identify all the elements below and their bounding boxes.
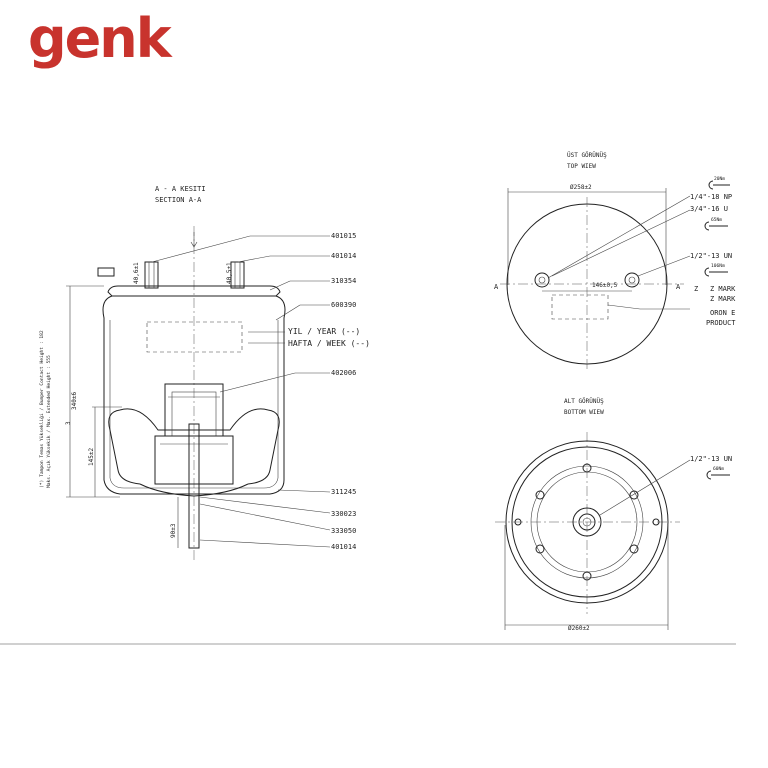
top-port-left bbox=[534, 272, 550, 288]
section-title-en: SECTION A-A bbox=[155, 196, 202, 204]
part-label: 330023 bbox=[331, 510, 356, 518]
part-label: 311245 bbox=[331, 488, 356, 496]
bolt-hole bbox=[629, 490, 639, 500]
origin-1: ORON E bbox=[710, 309, 735, 317]
torque-icon bbox=[704, 221, 728, 231]
note-line-2: Maks. Açık Yüksekik / Max. Extended Heig… bbox=[46, 355, 52, 488]
part-label: 401014 bbox=[331, 252, 356, 260]
top-spacing: 146±0,5 bbox=[592, 282, 618, 289]
bolt-hole bbox=[629, 544, 639, 554]
section-a-left: A bbox=[494, 283, 499, 291]
part-label: 401014 bbox=[331, 543, 356, 551]
marking-area bbox=[146, 321, 243, 353]
origin-2: PRODUCT bbox=[706, 319, 736, 327]
torque-20: 20Nm bbox=[714, 176, 725, 182]
bottom-view-title-tr: ALT GÖRÜNÜŞ bbox=[564, 398, 604, 405]
top-view-title-en: TOP WIEW bbox=[567, 163, 596, 170]
bottom-view: ALT GÖRÜNÜŞ BOTTOM WIEW Ø260±2 1/2"-13 U… bbox=[495, 398, 732, 632]
section-title-tr: A - A KESITI bbox=[155, 185, 206, 193]
bottom-diameter: Ø260±2 bbox=[568, 625, 590, 632]
piston-left bbox=[108, 409, 141, 485]
bottom-bolt bbox=[188, 423, 200, 549]
top-plate bbox=[107, 285, 281, 297]
piston-base bbox=[154, 435, 234, 485]
top-port-right bbox=[624, 272, 640, 288]
bolt-hole bbox=[535, 490, 545, 500]
bolt-hole bbox=[535, 544, 545, 554]
dim-stud-right: 40,5±1 bbox=[226, 262, 233, 284]
torque-65: 65Nm bbox=[711, 217, 722, 223]
part-label: 310354 bbox=[331, 277, 356, 285]
torque-60: 60Nm bbox=[713, 466, 724, 472]
top-view: ÜST GÖRÜNÜŞ TOP WIEW Ø258±2 A A 146±0,5 … bbox=[494, 152, 736, 372]
marking-2: Z MARK bbox=[710, 295, 736, 303]
dim-height: 340±6 bbox=[71, 392, 78, 410]
year-label: YIL / YEAR (--) bbox=[288, 327, 360, 336]
right-stud bbox=[230, 261, 245, 289]
torque-106: 106Nm bbox=[711, 263, 725, 269]
brand-logo: genk bbox=[28, 7, 172, 70]
part-label: 333050 bbox=[331, 527, 356, 535]
part-labels: 401015 401014 310354 600390 402006 31124… bbox=[331, 232, 356, 551]
section-a-right: A bbox=[676, 283, 681, 291]
bolt-hole bbox=[582, 571, 592, 581]
bolt-hole bbox=[582, 463, 592, 473]
bottom-outline bbox=[505, 440, 669, 604]
dim-stud-length: 90±3 bbox=[170, 523, 177, 538]
section-marker: 3 bbox=[65, 421, 72, 425]
z-label: Z bbox=[694, 285, 698, 293]
thread-2: 3/4"-16 U bbox=[690, 205, 728, 213]
bottom-view-title-en: BOTTOM WIEW bbox=[564, 409, 604, 416]
section-arrow bbox=[190, 232, 198, 248]
note-line-1: (*) Tampon Temas Yüksekliği / Bumper Con… bbox=[38, 330, 45, 488]
left-stud bbox=[144, 261, 159, 289]
bottom-thread: 1/2"-13 UN bbox=[690, 455, 732, 463]
thread-1: 1/4"-18 NP bbox=[690, 193, 732, 201]
torque-icon bbox=[706, 470, 730, 480]
datum-box bbox=[97, 267, 115, 277]
part-label: 402006 bbox=[331, 369, 356, 377]
top-view-title-tr: ÜST GÖRÜNÜŞ bbox=[567, 152, 607, 159]
section-view: A - A KESITI SECTION A-A bbox=[38, 185, 370, 560]
bottom-hub bbox=[572, 507, 602, 537]
bellows-body bbox=[103, 318, 285, 495]
thread-3: 1/2"-13 UN bbox=[690, 252, 732, 260]
week-label: HAFTA / WEEK (--) bbox=[288, 339, 370, 348]
dim-stud-left: 40,6±1 bbox=[133, 262, 140, 284]
piston-right bbox=[247, 409, 280, 485]
top-diameter: Ø258±2 bbox=[570, 184, 592, 191]
top-marking-box bbox=[551, 294, 609, 320]
part-label: 401015 bbox=[331, 232, 356, 240]
torque-icon bbox=[704, 267, 728, 277]
dim-bumper: 145±2 bbox=[88, 448, 95, 466]
torque-icon bbox=[708, 180, 730, 190]
part-label: 600390 bbox=[331, 301, 356, 309]
marking-1: Z MARK bbox=[710, 285, 736, 293]
